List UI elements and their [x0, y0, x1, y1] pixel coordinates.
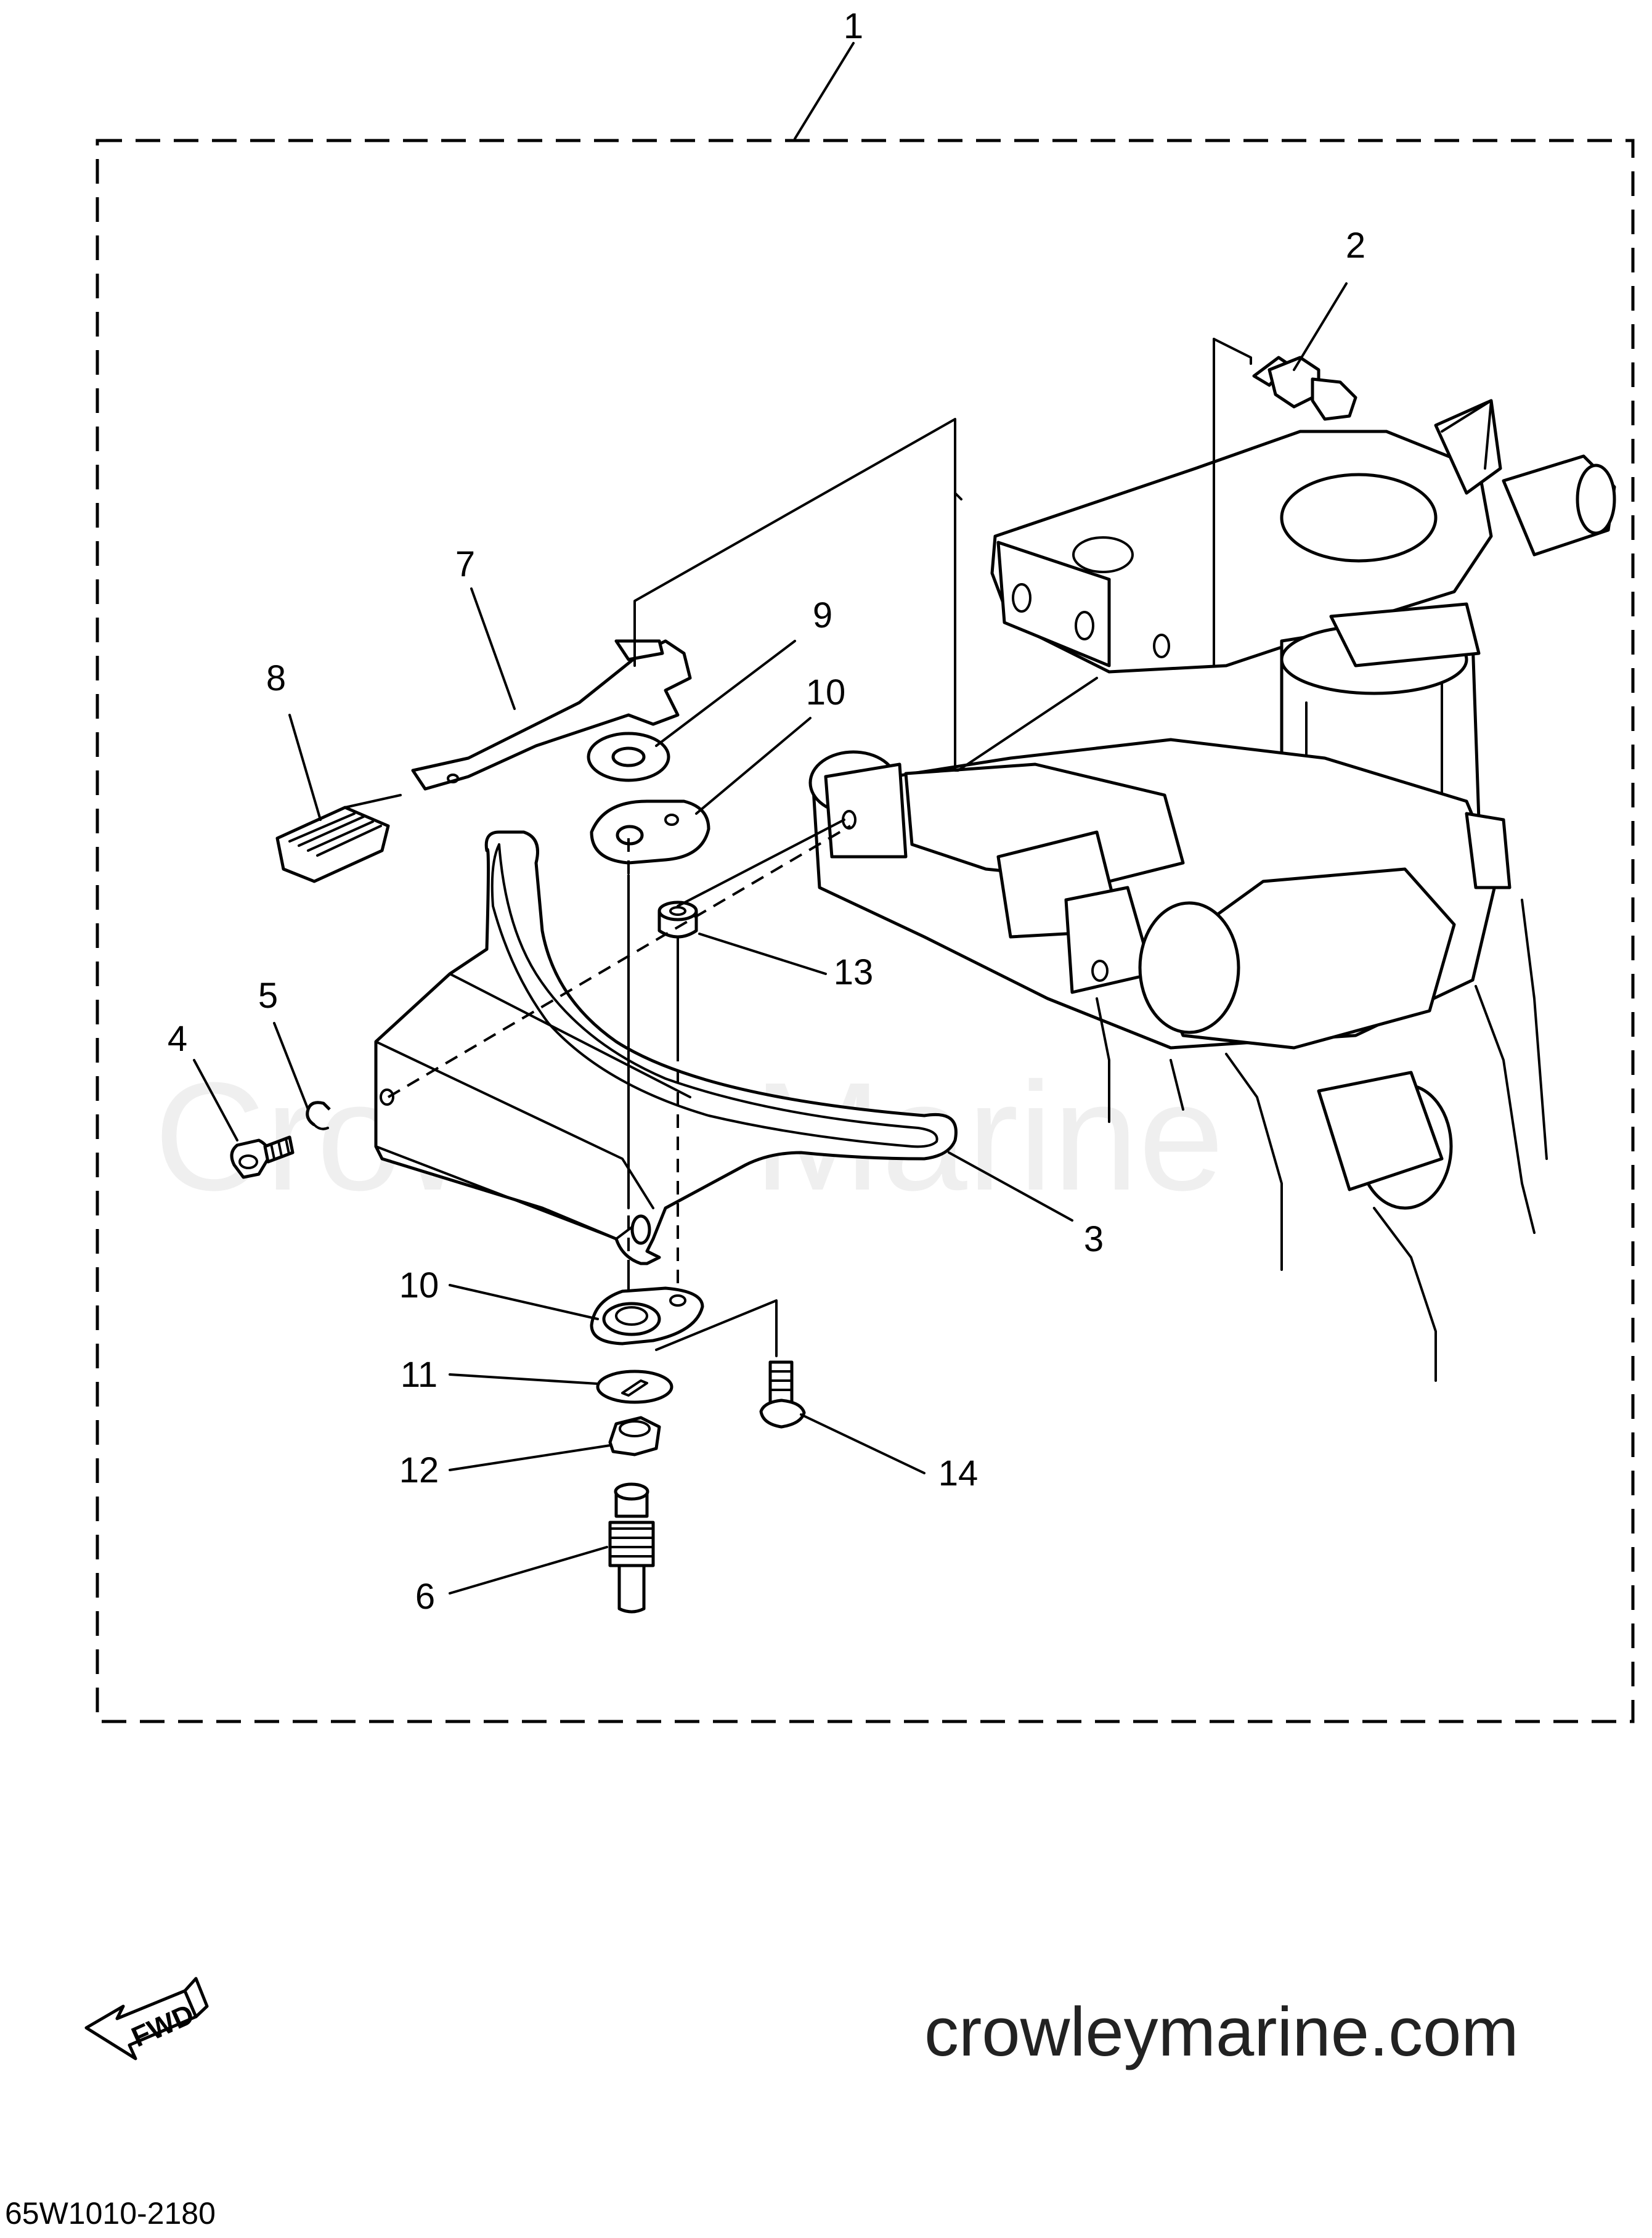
assembly-boundary-box: [96, 139, 1635, 1723]
callout-11: 11: [401, 1355, 437, 1395]
washer-part-9: [587, 732, 670, 782]
callout-10-lower: 10: [399, 1265, 439, 1305]
bolt-part-4: [230, 1135, 295, 1179]
callout-7: 7: [455, 544, 475, 584]
forward-arrow-icon: FWD: [84, 1977, 209, 2060]
callout-2: 2: [1346, 226, 1365, 266]
callout-14: 14: [938, 1453, 979, 1493]
callout-3: 3: [1084, 1219, 1104, 1259]
callout-6: 6: [415, 1577, 435, 1617]
grease-nipple-part-2: [1252, 356, 1357, 421]
callout-4: 4: [168, 1019, 187, 1059]
lock-washer-part-11: [596, 1370, 673, 1404]
callout-leaders: [193, 42, 1348, 1595]
collar-part-13: [657, 901, 698, 939]
plate-part-7: [411, 639, 692, 791]
callout-10-upper: 10: [806, 672, 846, 713]
diagram-code: 65W1010-2180: [5, 2196, 216, 2231]
callout-5: 5: [258, 976, 278, 1016]
callout-12: 12: [399, 1450, 439, 1490]
shaft-part-6: [608, 1482, 655, 1614]
plate-washer-part-10-lower: [590, 1286, 704, 1346]
nut-part-12: [608, 1416, 661, 1456]
callout-9: 9: [813, 595, 832, 635]
callout-8: 8: [266, 658, 286, 698]
callout-13: 13: [834, 952, 874, 992]
bolt-part-14: [759, 1360, 806, 1429]
plate-washer-part-10-upper: [590, 799, 710, 865]
website-text: crowleymarine.com: [924, 1993, 1519, 2070]
callout-1: 1: [844, 6, 863, 46]
clamp-bracket-assembly: [808, 399, 1616, 1382]
pad-part-8: [275, 806, 390, 883]
bracket-part-3: [374, 830, 958, 1265]
